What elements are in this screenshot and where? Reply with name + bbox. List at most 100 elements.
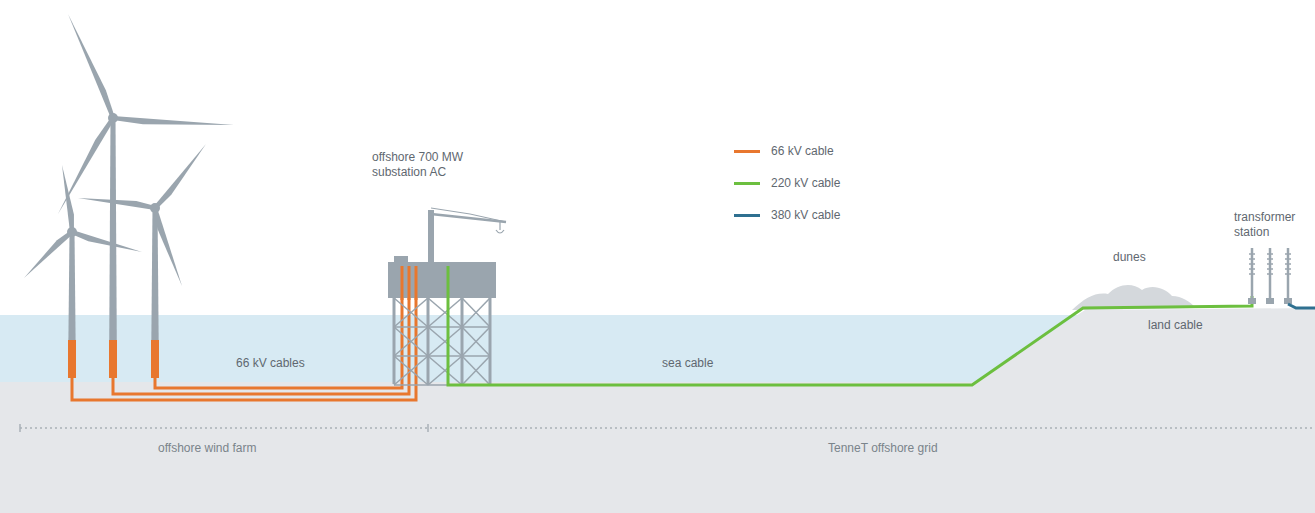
legend-entry: 66 kV cable	[734, 144, 834, 158]
jacket-brace	[394, 326, 428, 328]
legend-swatch	[734, 182, 760, 185]
grid-cable	[1288, 304, 1315, 308]
jacket-brace	[428, 355, 462, 357]
legend-swatch	[734, 150, 760, 153]
array-cable-riser	[408, 266, 411, 300]
jacket-brace	[428, 356, 462, 385]
pole-base	[1266, 298, 1274, 304]
crane-boom	[431, 214, 506, 222]
insulator-pole	[1269, 248, 1272, 304]
cable-label: sea cable	[662, 356, 713, 371]
turbine-hub	[150, 203, 160, 213]
wind-turbine	[58, 14, 234, 378]
insulator-disc	[1285, 253, 1291, 255]
jacket-leg	[393, 298, 396, 384]
jacket-brace	[394, 327, 428, 356]
jacket-brace	[462, 356, 490, 385]
insulator-pole	[1251, 248, 1254, 304]
topside	[388, 262, 496, 298]
insulator-disc	[1285, 273, 1291, 275]
legend-text: 66 kV cable	[771, 144, 834, 158]
turbine-blade	[71, 230, 142, 252]
turbine-blade	[78, 198, 155, 210]
crane-mast	[428, 210, 434, 262]
insulator-disc	[1267, 273, 1273, 275]
jacket-brace	[394, 384, 428, 386]
area-label: dunes	[1113, 250, 1146, 265]
crane-wire	[431, 208, 506, 222]
insulator-disc	[1249, 263, 1255, 265]
pole-base	[1284, 298, 1292, 304]
turbine-hub	[67, 227, 77, 237]
insulator-disc	[1267, 263, 1273, 265]
legend-text: 380 kV cable	[771, 208, 840, 222]
legend-entry: 380 kV cable	[734, 208, 840, 222]
division-tick	[19, 424, 21, 432]
insulator-disc	[1249, 258, 1255, 260]
turbine-tower	[68, 232, 76, 378]
division-line	[20, 427, 1315, 429]
jacket-brace	[462, 327, 490, 356]
wind-turbine	[24, 165, 142, 378]
legend-text: 220 kV cable	[771, 176, 840, 190]
jacket-leg	[461, 298, 464, 384]
jacket-brace	[394, 298, 428, 327]
section-label: TenneT offshore grid	[828, 441, 938, 456]
cable-label: land cable	[1148, 318, 1203, 333]
insulator-disc	[1267, 268, 1273, 270]
turbine-blade	[153, 207, 182, 286]
array-cable-riser	[415, 266, 418, 300]
division-tick	[427, 424, 429, 432]
turbine-tower	[109, 118, 117, 378]
insulator-disc	[1249, 273, 1255, 275]
turbine-tower	[151, 208, 159, 378]
topside-hut	[394, 256, 408, 263]
jacket-brace	[394, 355, 428, 357]
insulator-disc	[1285, 268, 1291, 270]
jacket-leg	[427, 298, 430, 384]
jacket-brace	[428, 326, 462, 328]
jacket-brace	[428, 327, 462, 356]
wind-turbine	[78, 144, 206, 378]
jacket-brace	[394, 327, 428, 356]
insulator-disc	[1267, 258, 1273, 260]
export-cable	[448, 266, 1252, 385]
array-cable	[72, 266, 416, 400]
jacket-brace	[428, 327, 462, 356]
legend-swatch	[734, 214, 760, 217]
turbine-blade	[68, 14, 115, 119]
jacket-leg	[489, 298, 492, 384]
jacket-brace	[428, 298, 462, 327]
jacket-brace	[462, 356, 490, 385]
jacket-brace	[428, 356, 462, 385]
substation-label: offshore 700 MW substation AC	[372, 150, 484, 180]
array-cable	[155, 266, 402, 388]
pole-base	[1248, 298, 1256, 304]
insulator-disc	[1267, 253, 1273, 255]
jacket-brace	[394, 356, 428, 385]
jacket-brace	[394, 298, 428, 327]
land	[975, 308, 1315, 513]
turbine-blade	[58, 117, 115, 214]
jacket-brace	[462, 326, 490, 328]
cable-label: 66 kV cables	[236, 356, 305, 371]
insulator-disc	[1249, 253, 1255, 255]
sea	[0, 312, 1090, 382]
legend-entry: 220 kV cable	[734, 176, 840, 190]
turbine-blade	[24, 231, 73, 278]
jacket-brace	[428, 298, 462, 327]
insulator-disc	[1285, 258, 1291, 260]
section-label: offshore wind farm	[158, 441, 257, 456]
insulator-disc	[1285, 263, 1291, 265]
array-cable-riser	[401, 266, 404, 300]
jacket-brace	[394, 356, 428, 385]
crane-hook	[496, 222, 504, 233]
station-label: transformer station	[1234, 210, 1312, 240]
jacket-brace	[462, 298, 490, 327]
turbine-blade	[153, 144, 206, 209]
turbine-blade	[62, 165, 74, 232]
jacket-brace	[462, 327, 490, 356]
jacket-brace	[462, 355, 490, 357]
insulator-pole	[1287, 248, 1290, 304]
